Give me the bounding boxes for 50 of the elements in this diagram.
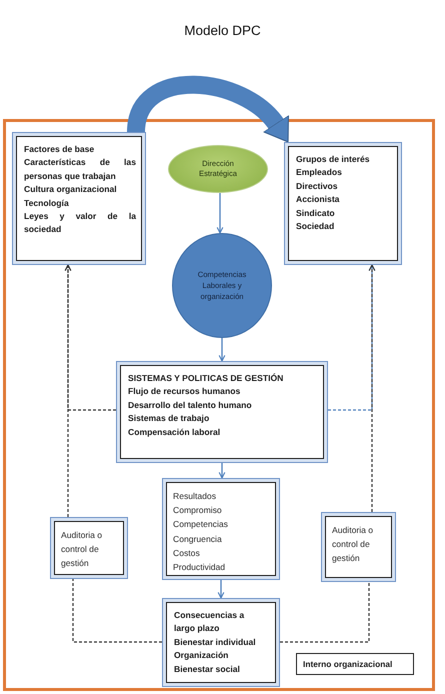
list-item-text: Productividad: [173, 561, 226, 574]
heading-text: Grupos de interés: [296, 153, 371, 166]
list-item-text: Leyes y valor de la sociedad: [24, 210, 136, 236]
heading-text: Factores de base: [24, 143, 96, 156]
list-item-text: Características de las personas que trabajan: [24, 156, 136, 183]
list-item-text: Desarrollo del talento humano: [128, 398, 253, 412]
list-item-text: Flujo de recursos humanos: [128, 385, 242, 398]
dashed-arrow: [64, 264, 72, 517]
arrow: [218, 463, 226, 479]
list-item-text: Sociedad: [296, 220, 336, 234]
text-box: [12, 132, 146, 265]
list-item-text: Compensación laboral: [128, 426, 222, 439]
list-item-text: Sistemas de trabajo: [128, 412, 210, 426]
frame-label: Interno organizacional: [303, 658, 394, 670]
text-box: [321, 512, 396, 582]
heading-text: Resultados: [173, 490, 217, 503]
dashed-line: [72, 579, 162, 643]
list-item-text: Tecnología: [24, 196, 70, 210]
outer-frame: [3, 119, 435, 691]
list-item-text: Accionista: [296, 193, 340, 206]
arrow: [216, 193, 224, 234]
list-item-text: Congruencia: [173, 532, 223, 546]
list-item-text: Bienestar individual: [174, 636, 257, 649]
text-box: [162, 478, 280, 580]
heading-text: SISTEMAS Y POLITICAS DE GESTIÓN: [128, 372, 284, 385]
list-item-text: Compromiso: [173, 504, 223, 518]
list-item-text: Empleados: [296, 166, 343, 180]
diagram-title: Modelo DPC: [183, 23, 262, 38]
text-box: [50, 517, 128, 579]
text-box: [284, 142, 402, 265]
curved-arrow: [127, 76, 290, 142]
box-text: Auditoria o control de gestión: [332, 524, 374, 566]
list-item-text: Cultura organizacional: [24, 183, 118, 196]
dashed-arrow: [328, 264, 376, 411]
list-item-text: Costos: [173, 546, 201, 560]
dashed-arrow: [368, 264, 376, 512]
text-box: [162, 598, 280, 687]
list-item-text: Directivos: [296, 180, 339, 193]
label-box: [296, 653, 414, 675]
box-text: Auditoria o control de gestión: [61, 529, 104, 570]
heading-text: Consecuencias a largo plazo: [174, 609, 246, 636]
dashed-arrow: [64, 264, 116, 411]
list-item-text: Sindicato: [296, 206, 336, 220]
list-item-text: Competencias: [173, 518, 229, 532]
arrow: [218, 338, 226, 362]
dashed-line: [280, 582, 370, 643]
text-box: [116, 361, 328, 463]
list-item-text: Bienestar social: [174, 662, 241, 676]
list-item-text: Organización: [174, 649, 230, 662]
arrow: [218, 580, 224, 599]
